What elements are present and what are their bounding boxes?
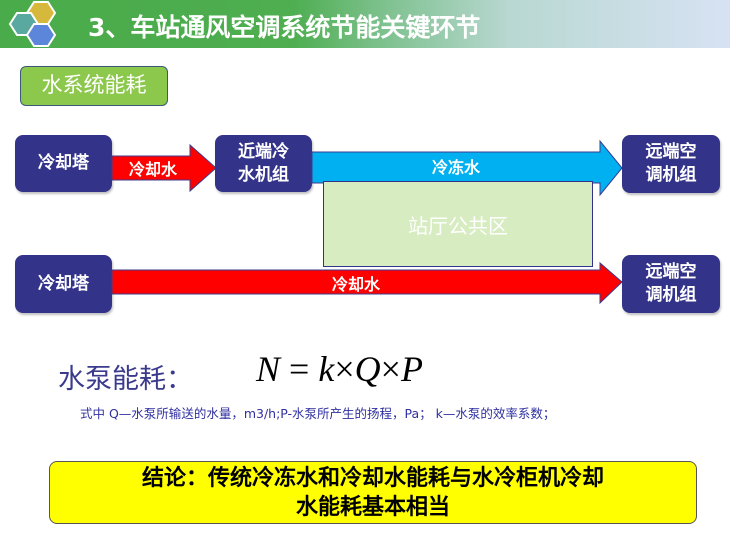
- near-chiller-label: 近端冷水机组: [238, 141, 289, 185]
- conclusion-line-2: 水能耗基本相当: [295, 495, 450, 520]
- section-tag: 水系统能耗: [20, 66, 168, 106]
- formula-n: N: [256, 349, 281, 389]
- formula-k: k: [318, 349, 335, 389]
- remote-ahu-label-1: 远端空调机组: [645, 142, 697, 185]
- hexagon-logo-icon: [8, 1, 57, 47]
- formula-times-2: ×: [380, 349, 401, 389]
- formula-note: 式中 Q—水泵所输送的水量，m3/h;P-水泵所产生的扬程，Pa； k—水泵的效…: [80, 406, 556, 421]
- pump-energy-formula: N = k×Q×P: [256, 348, 423, 390]
- formula-equals: =: [289, 349, 310, 389]
- cooling-tower-node-1: 冷却塔: [15, 135, 112, 192]
- formula-p: P: [400, 349, 423, 389]
- formula-times-1: ×: [334, 349, 355, 389]
- conclusion-line-1: 结论：传统冷冻水和冷却水能耗与水冷柜机冷却: [141, 466, 604, 491]
- remote-ahu-label-2: 远端空调机组: [645, 262, 697, 305]
- chilled-water-label: 冷冻水: [432, 158, 481, 177]
- cooling-tower-node-2: 冷却塔: [15, 255, 112, 313]
- cooling-water-label-2: 冷却水: [332, 275, 381, 294]
- slide-header: 3、车站通风空调系统节能关键环节: [0, 0, 730, 48]
- cooling-water-arrow-2: [111, 261, 623, 305]
- formula-q: Q: [354, 349, 381, 389]
- conclusion-box: 结论：传统冷冻水和冷却水能耗与水冷柜机冷却 水能耗基本相当: [49, 461, 697, 524]
- remote-ahu-node-1: 远端空调机组: [622, 135, 720, 193]
- remote-ahu-node-2: 远端空调机组: [622, 255, 720, 313]
- pump-energy-label: 水泵能耗：: [58, 364, 193, 395]
- cooling-water-arrow-1: [111, 143, 217, 193]
- slide-title: 3、车站通风空调系统节能关键环节: [88, 13, 481, 42]
- near-chiller-node: 近端冷水机组: [215, 135, 312, 192]
- cooling-water-label-1: 冷却水: [129, 160, 178, 179]
- station-hall-zone: 站厅公共区: [323, 181, 593, 267]
